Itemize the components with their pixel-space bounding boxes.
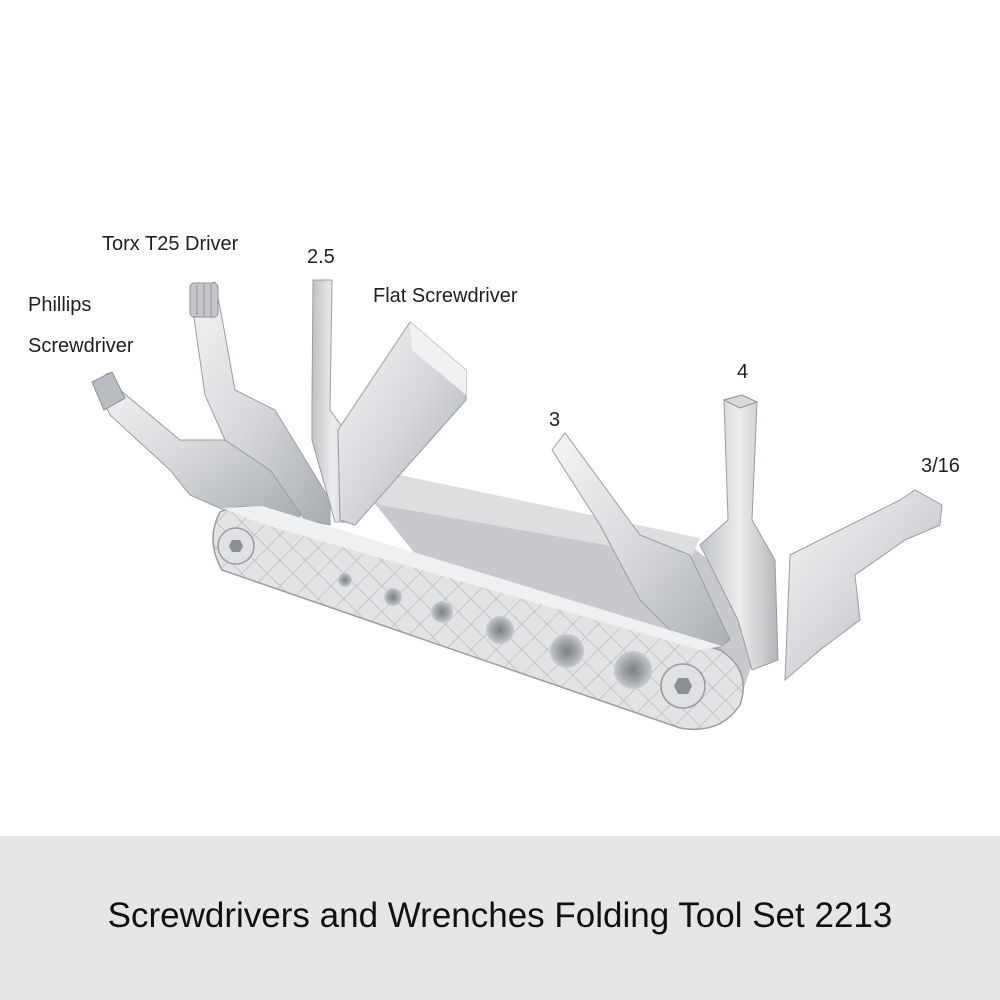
hex-key-4 bbox=[699, 394, 779, 671]
plate-hole bbox=[338, 573, 352, 587]
flat-screwdriver bbox=[337, 321, 467, 526]
folding-tool-drawing bbox=[91, 279, 943, 731]
label-flat: Flat Screwdriver bbox=[373, 285, 518, 307]
product-illustration: Phillips Screwdriver Torx T25 Driver 2.5… bbox=[28, 233, 960, 731]
label-phillips-line1: Phillips bbox=[28, 294, 92, 316]
plate-hole bbox=[384, 588, 402, 606]
label-hex-2-5: 2.5 bbox=[307, 246, 335, 268]
product-title: Screwdrivers and Wrenches Folding Tool S… bbox=[107, 896, 893, 935]
hex-key-3 bbox=[551, 432, 731, 661]
torx-driver bbox=[189, 281, 331, 526]
label-torx: Torx T25 Driver bbox=[102, 233, 239, 255]
label-hex-3-16: 3/16 bbox=[921, 455, 960, 477]
plate-hole bbox=[486, 616, 514, 644]
label-hex-4: 4 bbox=[737, 361, 749, 383]
front-side-plate bbox=[212, 506, 744, 731]
plate-hole bbox=[614, 651, 652, 689]
title-banner: Screwdrivers and Wrenches Folding Tool S… bbox=[0, 836, 1000, 1000]
plate-hole bbox=[550, 634, 584, 668]
plate-hole bbox=[431, 601, 453, 623]
label-hex-3: 3 bbox=[549, 409, 561, 431]
hex-key-3-16 bbox=[784, 489, 943, 682]
label-phillips-line2: Screwdriver bbox=[28, 335, 134, 357]
